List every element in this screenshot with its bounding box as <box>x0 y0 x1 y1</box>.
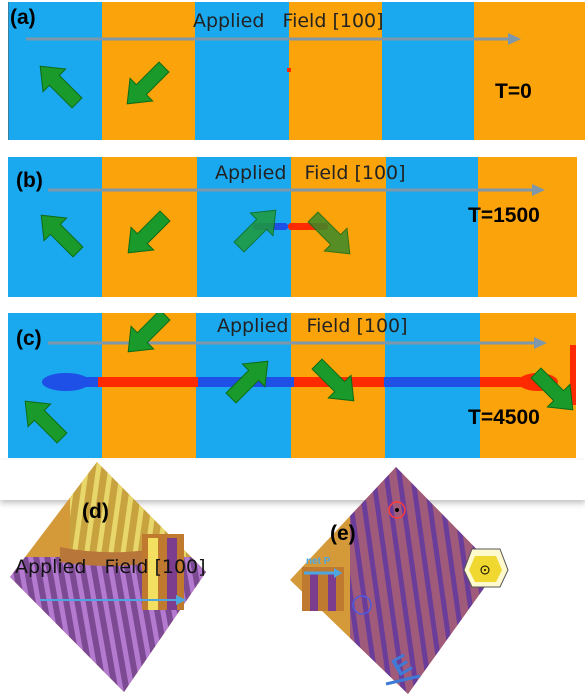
photo-e: E (e) net P <box>290 462 585 694</box>
polarization-arrow-down-left <box>127 313 171 353</box>
panel-a-domains <box>8 2 585 140</box>
panel-c-temperature: T=4500 <box>468 406 540 429</box>
photo-d-field-label: Applied Field [100] <box>15 556 206 578</box>
photo-e-label: (e) <box>330 522 356 545</box>
polarization-arrow-up-left <box>24 400 68 444</box>
panel-a-temperature: T=0 <box>495 80 532 103</box>
polarization-arrow-down-right <box>530 367 574 411</box>
polarization-arrow-down-right <box>311 358 355 402</box>
panel-a-label: (a) <box>10 6 36 29</box>
polarization-arrow-up-left <box>40 214 84 258</box>
polarization-arrow-down-right <box>307 211 351 255</box>
panel-b: (b) Applied Field [100] T=1500 <box>8 157 577 297</box>
panel-a: (a) Applied Field [100] T=0 <box>8 2 585 140</box>
panel-b-temperature: T=1500 <box>468 204 540 227</box>
polarization-arrow-up-right <box>225 360 269 404</box>
polarization-arrow-up-left <box>39 65 83 109</box>
panel-b-field-label: Applied Field [100] <box>215 162 406 184</box>
panel-b-label: (b) <box>16 169 43 192</box>
polarization-arrow-up-right <box>233 209 277 253</box>
photo-d: (d) Applied Field [100] <box>0 462 290 694</box>
photo-e-image: E <box>290 467 509 694</box>
panel-c-field-label: Applied Field [100] <box>217 315 408 337</box>
panel-c-domains <box>8 313 576 458</box>
panel-a-field-label: Applied Field [100] <box>193 10 384 32</box>
photo-d-label: (d) <box>82 500 109 523</box>
panel-b-domains <box>8 157 577 297</box>
photo-e-inset-label: net P <box>306 556 331 567</box>
polarization-arrow-down-left <box>126 61 170 105</box>
panel-c: (c) Applied Field [100] T=4500 <box>8 313 576 458</box>
polarization-arrow-down-left <box>127 210 171 254</box>
panel-c-label: (c) <box>16 327 42 350</box>
photo-d-image <box>10 462 206 692</box>
